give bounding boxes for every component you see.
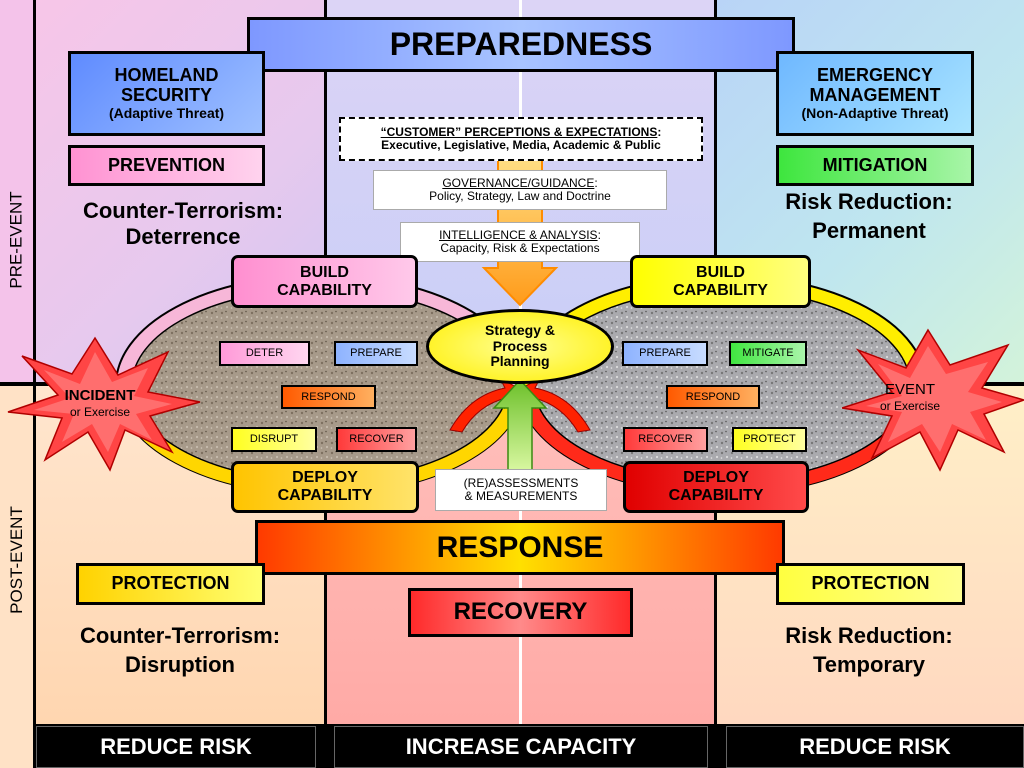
customer-perceptions-box: “CUSTOMER” PERCEPTIONS & EXPECTATIONS: E…: [339, 117, 703, 161]
prevention-box: PREVENTION: [68, 145, 265, 186]
right-build-capability-box: BUILD CAPABILITY: [630, 255, 811, 308]
governance-box: GOVERNANCE/GUIDANCE: Policy, Strategy, L…: [373, 170, 667, 210]
deter-box: DETER: [219, 341, 310, 366]
homeland-line2: SECURITY: [120, 84, 212, 105]
protect-box: PROTECT: [732, 427, 807, 452]
pre-event-strip: [0, 0, 33, 384]
intelligence-box: INTELLIGENCE & ANALYSIS: Capacity, Risk …: [400, 222, 640, 262]
left-build-capability-box: BUILD CAPABILITY: [231, 255, 418, 308]
left-protection-box: PROTECTION: [76, 563, 265, 605]
incident-label: INCIDENT or Exercise: [64, 387, 136, 419]
left-prepare-box: PREPARE: [334, 341, 418, 366]
mitigate-box: MITIGATE: [729, 341, 807, 366]
emergency-management-box: EMERGENCY MANAGEMENT (Non-Adaptive Threa…: [776, 51, 974, 136]
disrupt-box: DISRUPT: [231, 427, 317, 452]
recovery-title: RECOVERY: [408, 588, 633, 637]
post-event-strip: [0, 384, 33, 768]
reassessments-box: (RE)ASSESSMENTS & MEASUREMENTS: [435, 469, 607, 511]
homeland-line1: HOMELAND: [114, 65, 219, 85]
right-recover-box: RECOVER: [623, 427, 708, 452]
homeland-sub: (Adaptive Threat): [108, 104, 225, 121]
left-respond-box: RESPOND: [281, 385, 376, 409]
right-respond-box: RESPOND: [666, 385, 760, 409]
homeland-security-box: HOMELAND SECURITY (Adaptive Threat): [68, 51, 265, 136]
left-recover-box: RECOVER: [336, 427, 417, 452]
mitigation-box: MITIGATION: [776, 145, 974, 186]
right-post-caption: Risk Reduction: Temporary: [785, 623, 953, 677]
event-label: EVENT or Exercise: [879, 381, 941, 413]
footer-left: REDUCE RISK: [36, 726, 316, 768]
footer-right: REDUCE RISK: [726, 726, 1024, 768]
response-title: RESPONSE: [255, 520, 785, 575]
pre-event-label: PRE-EVENT: [7, 191, 27, 289]
left-pre-caption: Counter-Terrorism: Deterrence: [82, 198, 284, 250]
footer-center: INCREASE CAPACITY: [334, 726, 708, 768]
left-post-caption: Counter-Terrorism: Disruption: [79, 623, 281, 677]
right-pre-caption: Risk Reduction: Permanent: [785, 189, 953, 243]
right-protection-box: PROTECTION: [776, 563, 965, 605]
left-deploy-capability-box: DEPLOY CAPABILITY: [231, 461, 419, 513]
right-deploy-capability-box: DEPLOY CAPABILITY: [623, 461, 809, 513]
preparedness-title: PREPAREDNESS: [247, 17, 795, 72]
post-event-label: POST-EVENT: [7, 506, 26, 614]
up-arrow: [492, 378, 548, 471]
strategy-planning-ellipse: Strategy & Process Planning: [426, 309, 614, 384]
right-prepare-box: PREPARE: [622, 341, 708, 366]
